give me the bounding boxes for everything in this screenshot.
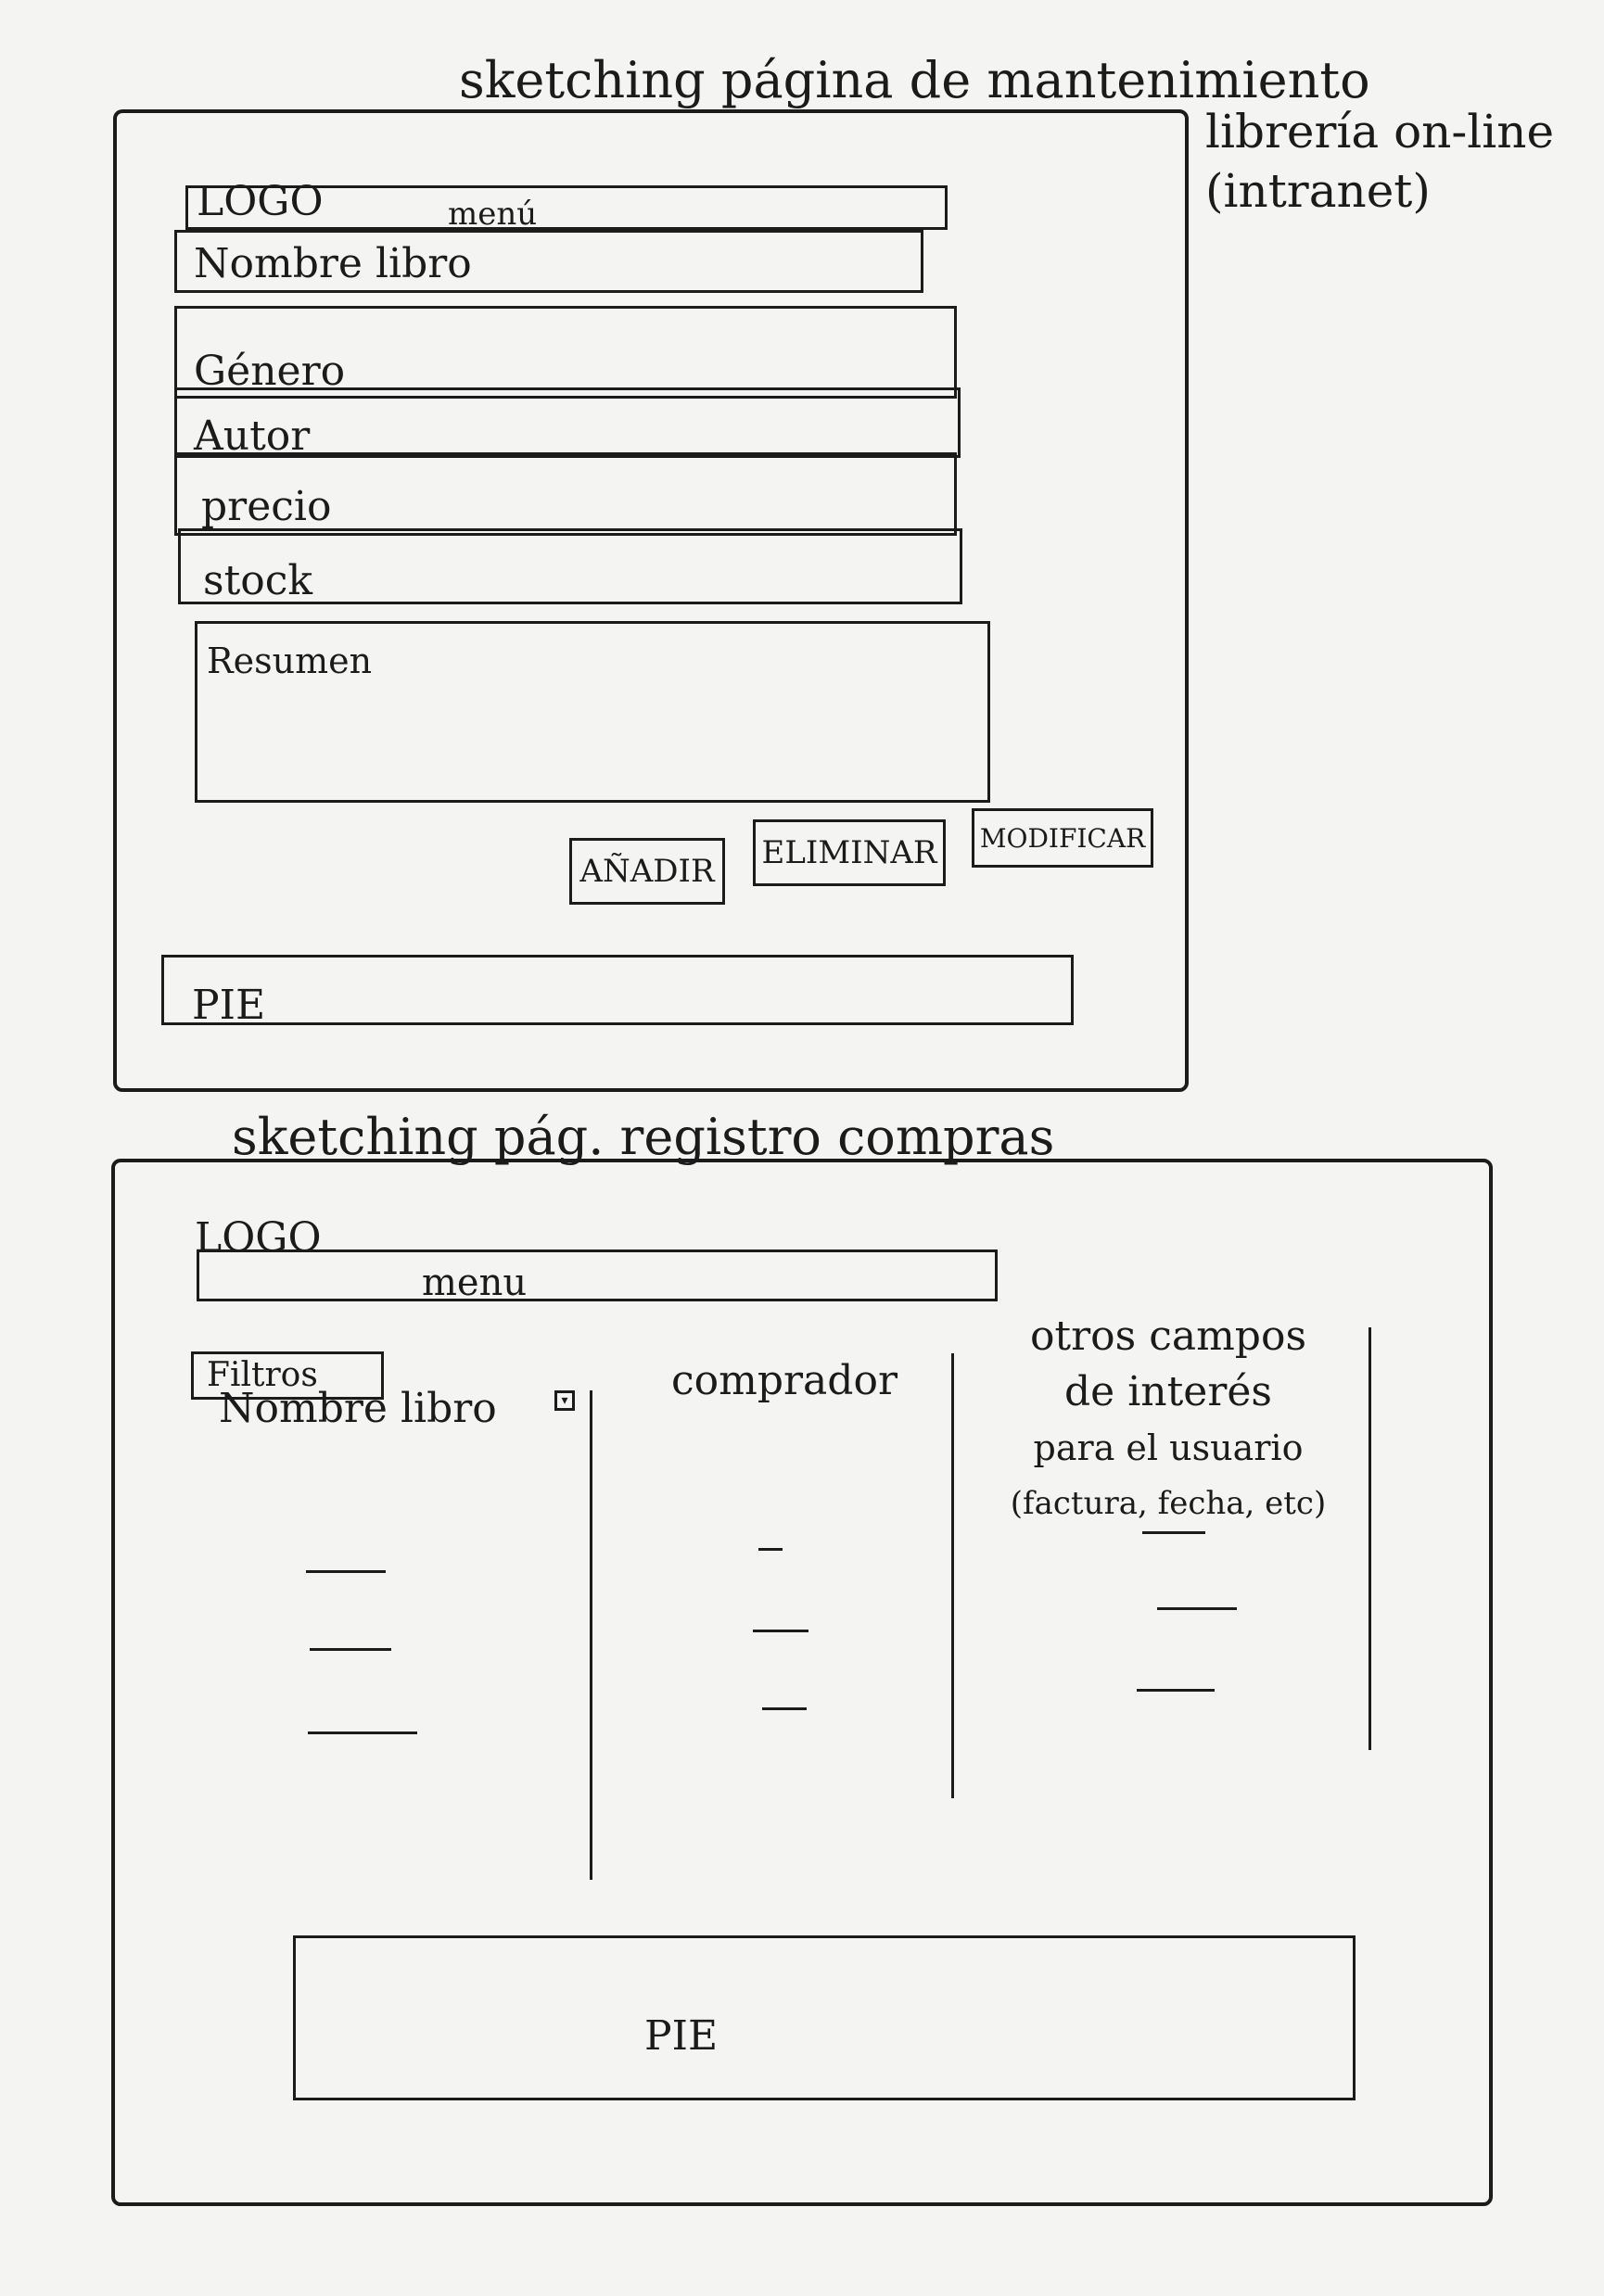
maintenance-title: sketching página de mantenimiento (459, 51, 1370, 109)
note-line-2: (intranet) (1205, 164, 1431, 218)
otros-campos-line-4: (factura, fecha, etc) (1010, 1485, 1327, 1522)
purchases-footer: PIE (293, 1935, 1356, 2100)
maintenance-footer: PIE (161, 955, 1074, 1029)
field-resumen-label: Resumen (207, 641, 373, 681)
purchases-menu-bar[interactable]: menu (197, 1249, 998, 1304)
purchases-menu-label: menu (422, 1262, 528, 1304)
table-row (306, 1570, 386, 1573)
field-genero-label: Género (194, 348, 346, 395)
field-stock[interactable]: stock (178, 528, 962, 604)
field-precio[interactable]: precio (174, 452, 957, 536)
field-resumen[interactable]: Resumen (195, 621, 990, 803)
table-row (308, 1732, 417, 1734)
column-divider-1 (590, 1390, 592, 1880)
field-precio-label: precio (201, 483, 332, 530)
sort-dropdown-icon[interactable]: ▾ (554, 1390, 575, 1411)
column-header-nombre-libro: Nombre libro (219, 1385, 497, 1432)
purchases-title: sketching pág. registro compras (232, 1108, 1055, 1166)
purchases-frame (111, 1159, 1493, 2206)
table-row (1142, 1531, 1205, 1534)
field-autor-label: Autor (194, 412, 311, 460)
table-row (1137, 1689, 1215, 1692)
eliminar-button[interactable]: ELIMINAR (753, 819, 946, 886)
purchases-logo: LOGO (195, 1214, 322, 1262)
field-nombre-libro-label: Nombre libro (194, 240, 472, 287)
field-stock-label: stock (203, 557, 313, 604)
table-row (758, 1548, 783, 1551)
maintenance-menu-bar[interactable]: menú (185, 185, 948, 233)
table-row (762, 1707, 807, 1710)
field-nombre-libro[interactable]: Nombre libro (174, 230, 923, 293)
otros-campos-line-2: de interés (1064, 1368, 1272, 1415)
column-divider-3 (1368, 1327, 1371, 1750)
field-autor[interactable]: Autor (174, 387, 961, 460)
otros-campos-line-3: para el usuario (1033, 1427, 1304, 1468)
modificar-button[interactable]: MODIFICAR (972, 808, 1153, 868)
table-row (1157, 1607, 1237, 1610)
purchases-footer-label: PIE (644, 2012, 719, 2060)
maintenance-footer-label: PIE (192, 982, 266, 1029)
otros-campos-line-1: otros campos (1029, 1313, 1307, 1360)
column-header-comprador: comprador (671, 1357, 897, 1404)
table-row (310, 1648, 391, 1651)
field-genero[interactable]: Género (174, 306, 957, 399)
maintenance-note: librería on-line (intranet) (1205, 102, 1554, 221)
maintenance-frame (113, 109, 1189, 1092)
note-line-1: librería on-line (1205, 105, 1555, 159)
filters-button[interactable]: Filtros (191, 1351, 384, 1400)
anadir-button[interactable]: AÑADIR (569, 838, 725, 905)
maintenance-menu-label: menú (448, 196, 538, 233)
column-divider-2 (951, 1353, 954, 1798)
table-row (753, 1630, 808, 1632)
column-header-otros-campos: otros campos de interés para el usuario … (974, 1309, 1363, 1531)
